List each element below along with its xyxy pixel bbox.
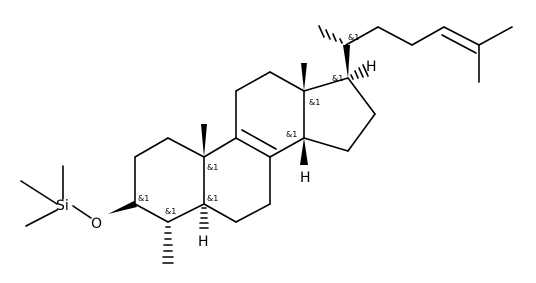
ring-d-bonds xyxy=(303,77,376,152)
c10-methyl-wedge xyxy=(201,124,207,157)
stereo-label-c20: &1 xyxy=(348,33,359,42)
side-chain-bonds xyxy=(343,26,513,83)
ring-a-bonds xyxy=(134,137,205,223)
stereo-label-c5: &1 xyxy=(207,194,218,203)
c3-o-wedge-bond xyxy=(108,201,137,214)
c4-methyl-hashed-bond xyxy=(162,226,174,264)
c20-methyl-hashed-bond xyxy=(318,25,343,44)
oxygen-label: O xyxy=(91,216,102,232)
stereo-label-c3: &1 xyxy=(138,194,149,203)
stereo-label-c14: &1 xyxy=(286,130,297,139)
stereo-label-c10: &1 xyxy=(207,163,218,172)
stereo-label-c4: &1 xyxy=(165,207,176,216)
methyl-bonds xyxy=(201,63,307,157)
c17-h-hashed-bond xyxy=(350,64,369,80)
silicon-label: Si xyxy=(56,198,69,214)
trimethylsilyl-bonds xyxy=(20,165,92,227)
c5-hydrogen-label: H xyxy=(198,234,209,250)
ring-c-bonds xyxy=(235,71,305,158)
c13-methyl-wedge xyxy=(301,63,307,91)
c5-h-hashed-bond xyxy=(199,207,209,229)
c17-hydrogen-label: H xyxy=(366,59,377,75)
c14-hydrogen-label: H xyxy=(300,170,311,186)
stereo-label-c17: &1 xyxy=(332,74,343,83)
c17-c20-wedge xyxy=(343,45,350,78)
stereo-label-c13: &1 xyxy=(309,98,320,107)
c14-h-wedge-bond xyxy=(300,138,308,165)
ring-b-bonds xyxy=(203,137,271,223)
